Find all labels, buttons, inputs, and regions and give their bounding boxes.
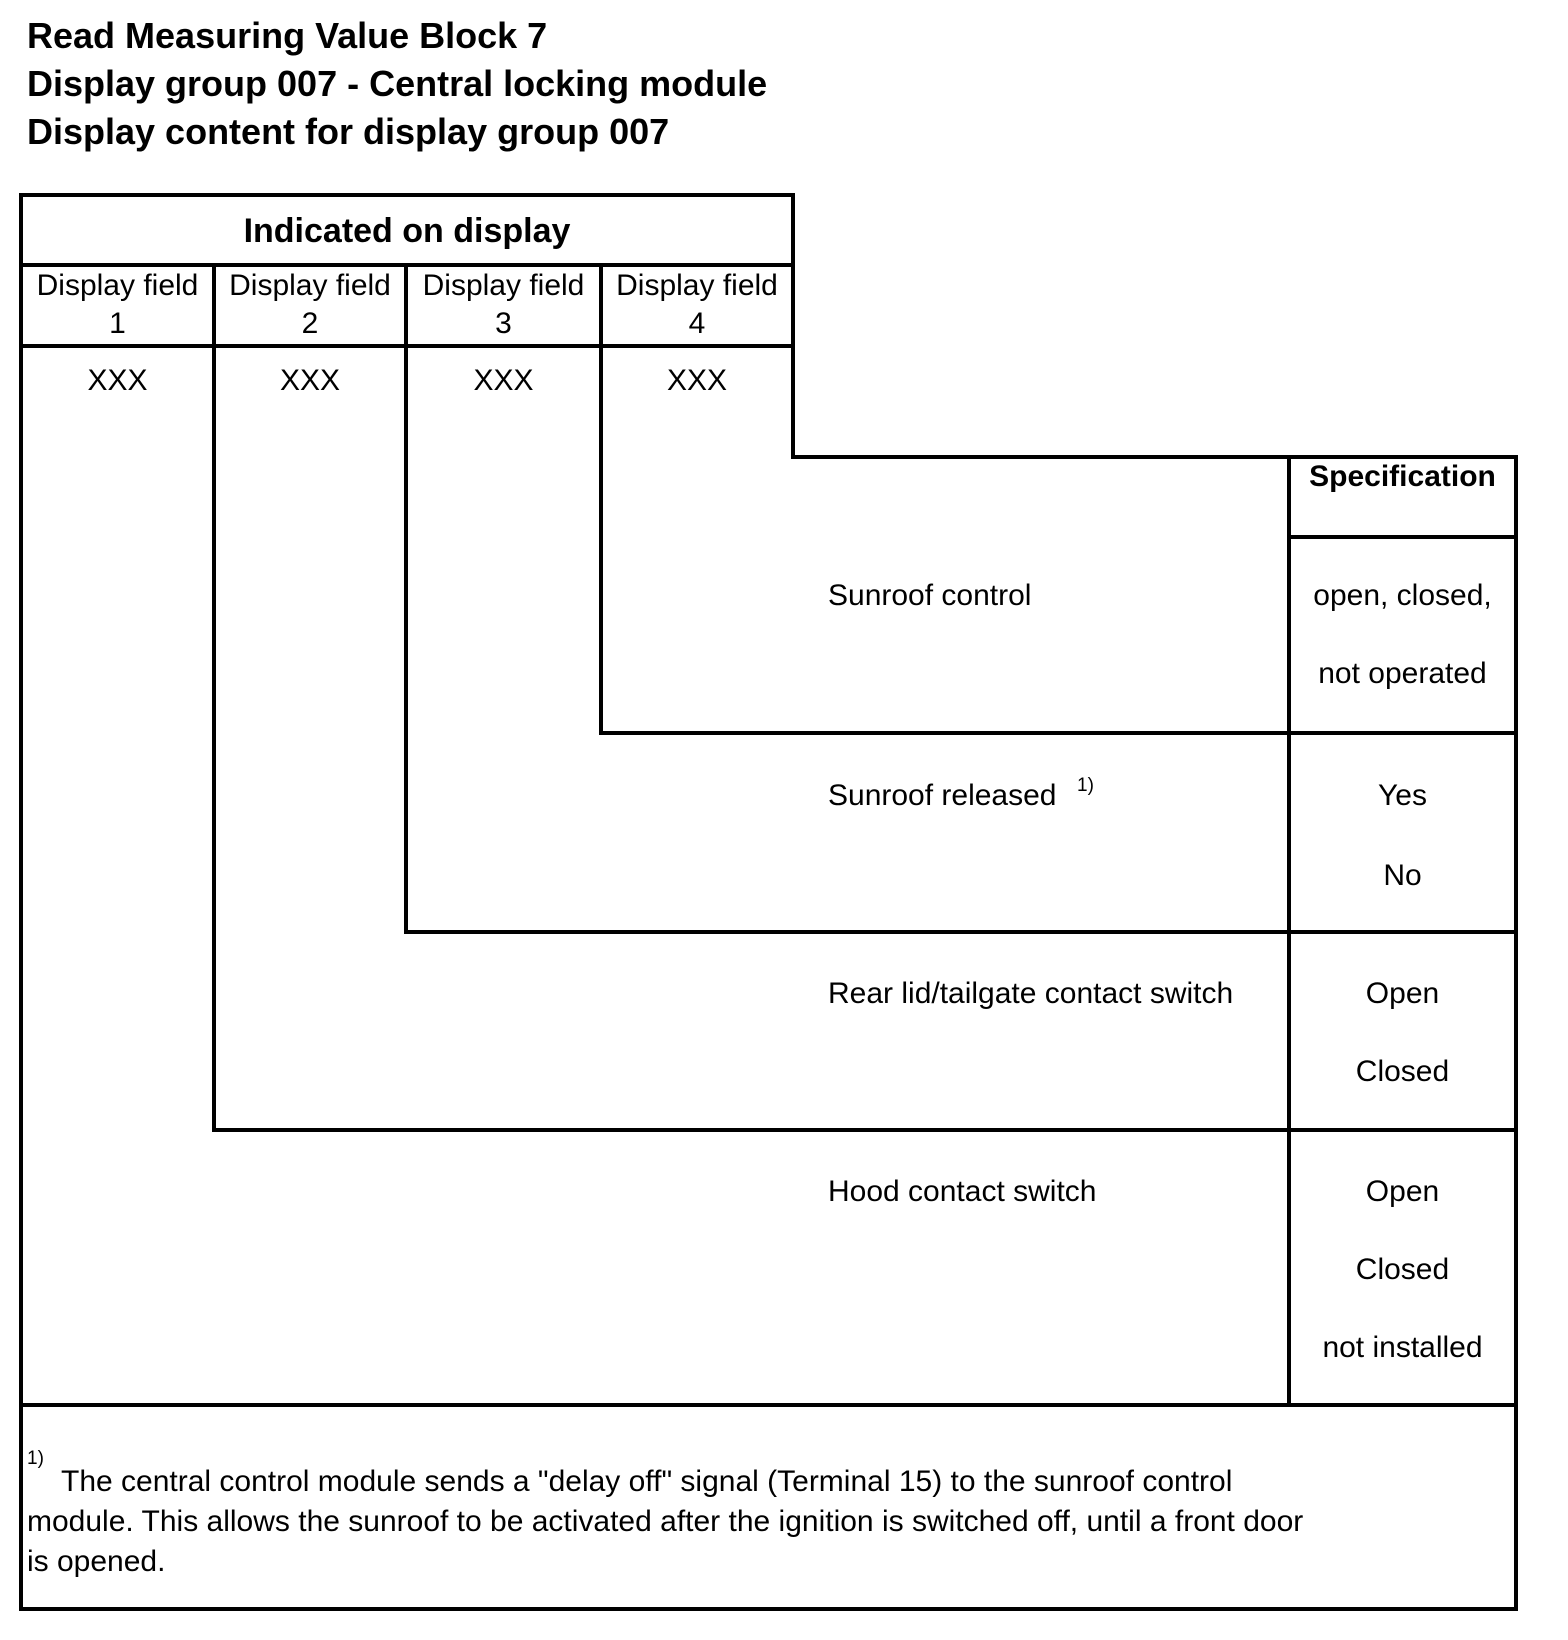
title-line-3: Display content for display group 007 [27,111,670,152]
display-field-4-label: Display field 4 [616,269,778,340]
display-field-3-value: XXX [473,364,534,397]
spec-value: Closed [1355,1055,1450,1088]
display-field-2-label: Display field 2 [229,269,391,340]
spec-value: open, closed, [1313,579,1492,612]
footnote-marker: 1) [27,1448,44,1469]
title-line-1: Read Measuring Value Block 7 [27,15,548,56]
display-field-1-label: Display field 1 [36,269,199,340]
spec-value: Yes [1378,779,1427,812]
display-field-1-value: XXX [87,364,148,397]
indicated-on-display-header: Indicated on display [243,212,571,250]
title-line-2: Display group 007 - Central locking modu… [27,63,768,104]
spec-value: Open [1365,1175,1440,1208]
footnote-reference: 1) [1077,775,1094,796]
spec-value: Open [1365,977,1440,1010]
specification-header: Specification [1309,460,1496,493]
spec-value: not installed [1322,1331,1483,1364]
display-field-4-value: XXX [666,364,728,397]
row-description-sunroof-control: Sunroof control [828,579,1032,612]
display-field-2-value: XXX [279,364,341,397]
row-description-rear-lid-contact-switch: Rear lid/tailgate contact switch [828,977,1234,1010]
row-description-hood-contact-switch: Hood contact switch [828,1175,1097,1208]
spec-value: Closed [1355,1253,1450,1286]
display-field-3-label: Display field 3 [422,269,585,340]
footnote-text: The central control module sends a "dela… [27,1465,1304,1578]
spec-value: No [1383,859,1422,892]
spec-value: not operated [1318,657,1487,690]
row-description-sunroof-released: Sunroof released [828,779,1057,812]
